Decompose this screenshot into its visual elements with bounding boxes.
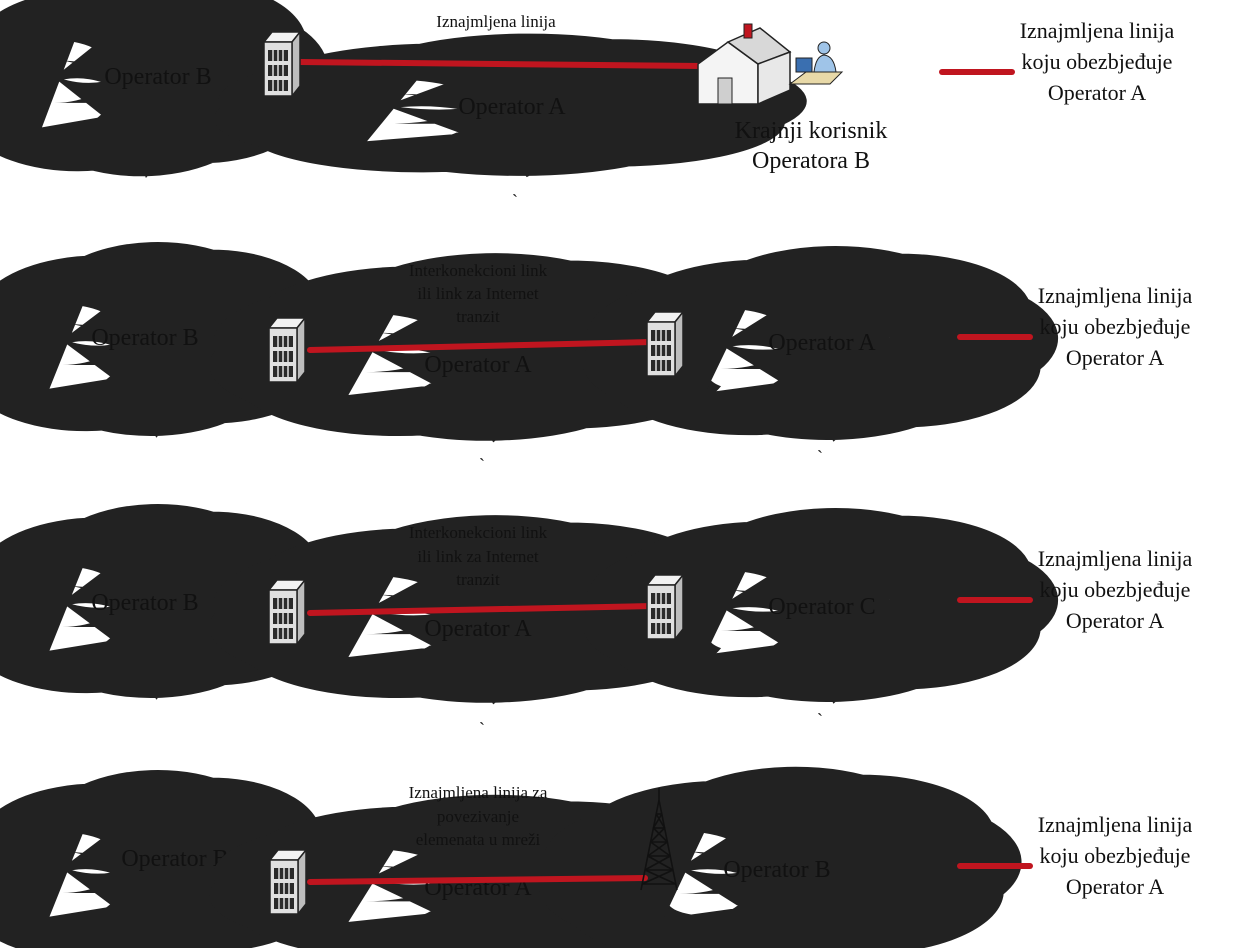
tower-brace xyxy=(650,827,666,843)
link-label: tranzit xyxy=(456,307,500,326)
user-at-computer-icon xyxy=(788,41,844,85)
cloud-label: Operator B xyxy=(91,325,198,351)
cloud-label: Operator A xyxy=(768,330,876,356)
legend-text: Operator A xyxy=(1048,80,1146,105)
cloud-label: Operator C xyxy=(768,594,875,620)
server-icon xyxy=(263,31,301,97)
legend-text: Operator A xyxy=(1066,345,1164,370)
legend-text: Operator A xyxy=(1066,874,1164,899)
tower-brace xyxy=(655,813,666,829)
cloud-label: Operator A xyxy=(458,94,566,120)
backtick-mark: ` xyxy=(479,719,485,739)
cloud-label: Operator A xyxy=(424,352,532,378)
cloud-label: Operator A xyxy=(424,616,532,642)
leased-line xyxy=(307,875,648,885)
cloud-label: Operator B xyxy=(723,857,830,883)
monitor xyxy=(795,57,813,73)
link-label: povezivanje xyxy=(437,807,519,826)
link-label: Iznajmljena linija za xyxy=(409,783,548,802)
server-icon xyxy=(269,849,307,915)
tower-brace xyxy=(644,855,671,871)
user-body xyxy=(813,54,837,73)
endpoint-label: Operatora B xyxy=(752,148,870,174)
house-side xyxy=(757,50,791,106)
user-head xyxy=(817,41,831,55)
legend-text: koju obezbjeđuje xyxy=(1040,843,1191,868)
cloud-label: Operator B xyxy=(91,590,198,616)
antenna-tower-icon xyxy=(640,788,678,891)
leased-line xyxy=(307,603,655,616)
legend-text: koju obezbjeđuje xyxy=(1040,577,1191,602)
server-icon xyxy=(268,317,306,383)
backtick-mark: ` xyxy=(479,455,485,475)
house-chimney xyxy=(743,23,753,39)
house-icon xyxy=(697,23,792,106)
house-door xyxy=(717,77,733,105)
backtick-mark: ` xyxy=(512,191,518,211)
link-label: ili link za Internet xyxy=(417,284,539,303)
legend-text: Iznajmljena linija xyxy=(1038,546,1193,571)
legend-text: Iznajmljena linija xyxy=(1020,18,1175,43)
legend: Iznajmljena linija koju obezbjeđujeOperat… xyxy=(957,546,1193,633)
backtick-mark: ` xyxy=(817,710,823,730)
link-label: elemenata u mreži xyxy=(416,830,541,849)
legend: Iznajmljena linija koju obezbjeđujeOperat… xyxy=(957,812,1193,899)
link-label: Interkonekcioni link xyxy=(409,261,548,280)
legend-text: Iznajmljena linija xyxy=(1038,283,1193,308)
backtick-mark: ` xyxy=(817,447,823,467)
legend-text: Operator A xyxy=(1066,608,1164,633)
tower-brace xyxy=(650,841,671,857)
tower-brace xyxy=(647,841,668,857)
endpoint-label: Krajnji korisnik xyxy=(735,118,888,144)
legend: Iznajmljena linija koju obezbjeđujeOperat… xyxy=(939,18,1175,105)
leased-line xyxy=(307,339,655,353)
server-icon xyxy=(268,579,306,645)
leased-line xyxy=(297,59,705,69)
link-label: Interkonekcioni link xyxy=(409,523,548,542)
legend: Iznajmljena linija koju obezbjeđujeOperat… xyxy=(957,283,1193,370)
legend-text: koju obezbjeđuje xyxy=(1040,314,1191,339)
link-label: Iznajmljena linija xyxy=(436,12,556,31)
server-icon xyxy=(646,311,684,377)
tower-brace xyxy=(647,855,674,871)
server-icon xyxy=(646,574,684,640)
cloud-label: Operator B xyxy=(121,846,228,872)
link-label: tranzit xyxy=(456,570,500,589)
tower-brace xyxy=(644,869,677,885)
tower-brace xyxy=(641,869,674,885)
cloud-label: Operator B xyxy=(104,64,211,90)
tower-brace xyxy=(652,827,668,843)
tower-brace xyxy=(652,813,663,829)
legend-text: koju obezbjeđuje xyxy=(1022,49,1173,74)
link-label: ili link za Internet xyxy=(417,547,539,566)
legend-text: Iznajmljena linija xyxy=(1038,812,1193,837)
desk xyxy=(788,71,844,85)
